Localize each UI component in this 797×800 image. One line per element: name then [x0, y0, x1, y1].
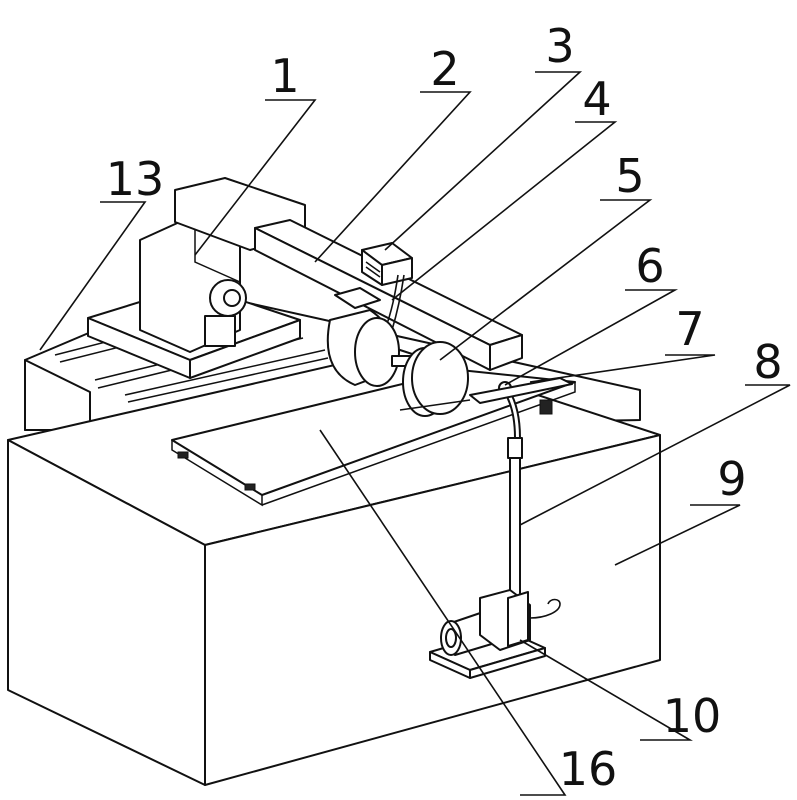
callout-1: 1: [270, 49, 299, 103]
callout-2: 2: [430, 42, 459, 96]
callout-10: 10: [663, 689, 722, 743]
callout-6: 6: [635, 239, 664, 293]
callout-9: 9: [717, 452, 746, 506]
callout-8: 8: [753, 335, 782, 389]
callout-4: 4: [582, 72, 611, 126]
callout-3: 3: [545, 19, 574, 73]
callout-5: 5: [615, 149, 644, 203]
callout-7: 7: [675, 302, 704, 356]
carriage-assembly: [88, 178, 305, 378]
callout-16: 16: [559, 742, 618, 796]
callout-13: 13: [106, 152, 165, 206]
